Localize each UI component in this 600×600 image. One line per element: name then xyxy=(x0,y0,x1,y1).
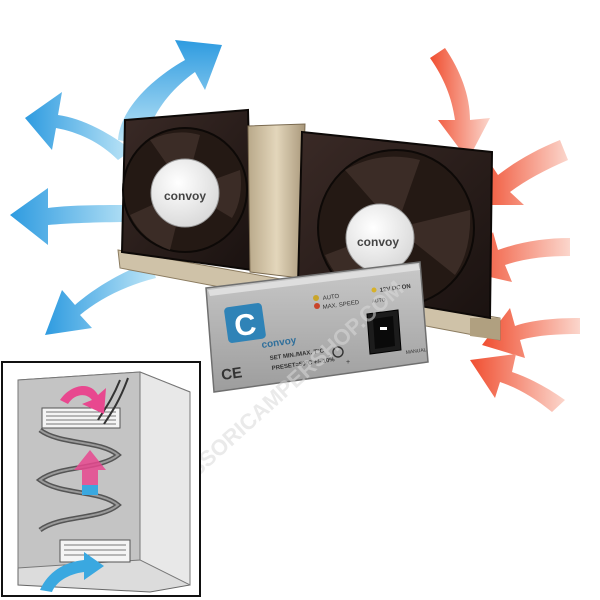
on-label: ON xyxy=(401,284,411,291)
supply-label: 12V DC xyxy=(379,285,401,294)
trim-potentiometer xyxy=(332,346,344,358)
warm-arrow-top xyxy=(430,48,490,160)
controller-logo: C convoy xyxy=(224,303,298,351)
auto-led xyxy=(313,295,319,301)
max-speed-led xyxy=(314,303,320,309)
warm-arrow-bottom-right xyxy=(470,354,565,412)
left-fan: convoy xyxy=(120,108,254,272)
warm-arrow-lower-right xyxy=(482,308,580,358)
controller-box: C convoy AUTO MAX. SPEED 12V DC ON AUTO … xyxy=(205,261,429,393)
installation-inset xyxy=(1,361,201,597)
right-fan-brand: convoy xyxy=(357,235,399,249)
cool-arrow-upper-left xyxy=(25,92,132,160)
auto-label: AUTO xyxy=(371,297,386,305)
minus-label: - xyxy=(328,353,331,360)
inset-cool-arrow xyxy=(40,552,104,592)
left-fan-brand: convoy xyxy=(164,189,206,203)
ce-mark: CE xyxy=(220,364,243,384)
controller-logo-letter: C xyxy=(232,308,258,344)
max-speed-led-label: MAX. SPEED xyxy=(322,300,360,311)
rocker-switch xyxy=(366,309,402,355)
controller-brand-name: convoy xyxy=(261,335,298,351)
warm-air-arrows xyxy=(430,48,580,412)
warm-arrow-upper-right xyxy=(478,140,568,205)
warm-arrow-middle-right xyxy=(468,232,570,282)
manual-label: MANUAL xyxy=(405,347,427,356)
center-bracket xyxy=(247,123,306,279)
inset-rising-arrow xyxy=(74,450,106,495)
inset-hot-arrow xyxy=(60,385,106,414)
cool-arrow-lower-left xyxy=(45,262,156,335)
auto-led-label: AUTO xyxy=(322,294,340,302)
cool-arrow-middle-left xyxy=(10,188,140,245)
plus-label: + xyxy=(346,359,350,366)
